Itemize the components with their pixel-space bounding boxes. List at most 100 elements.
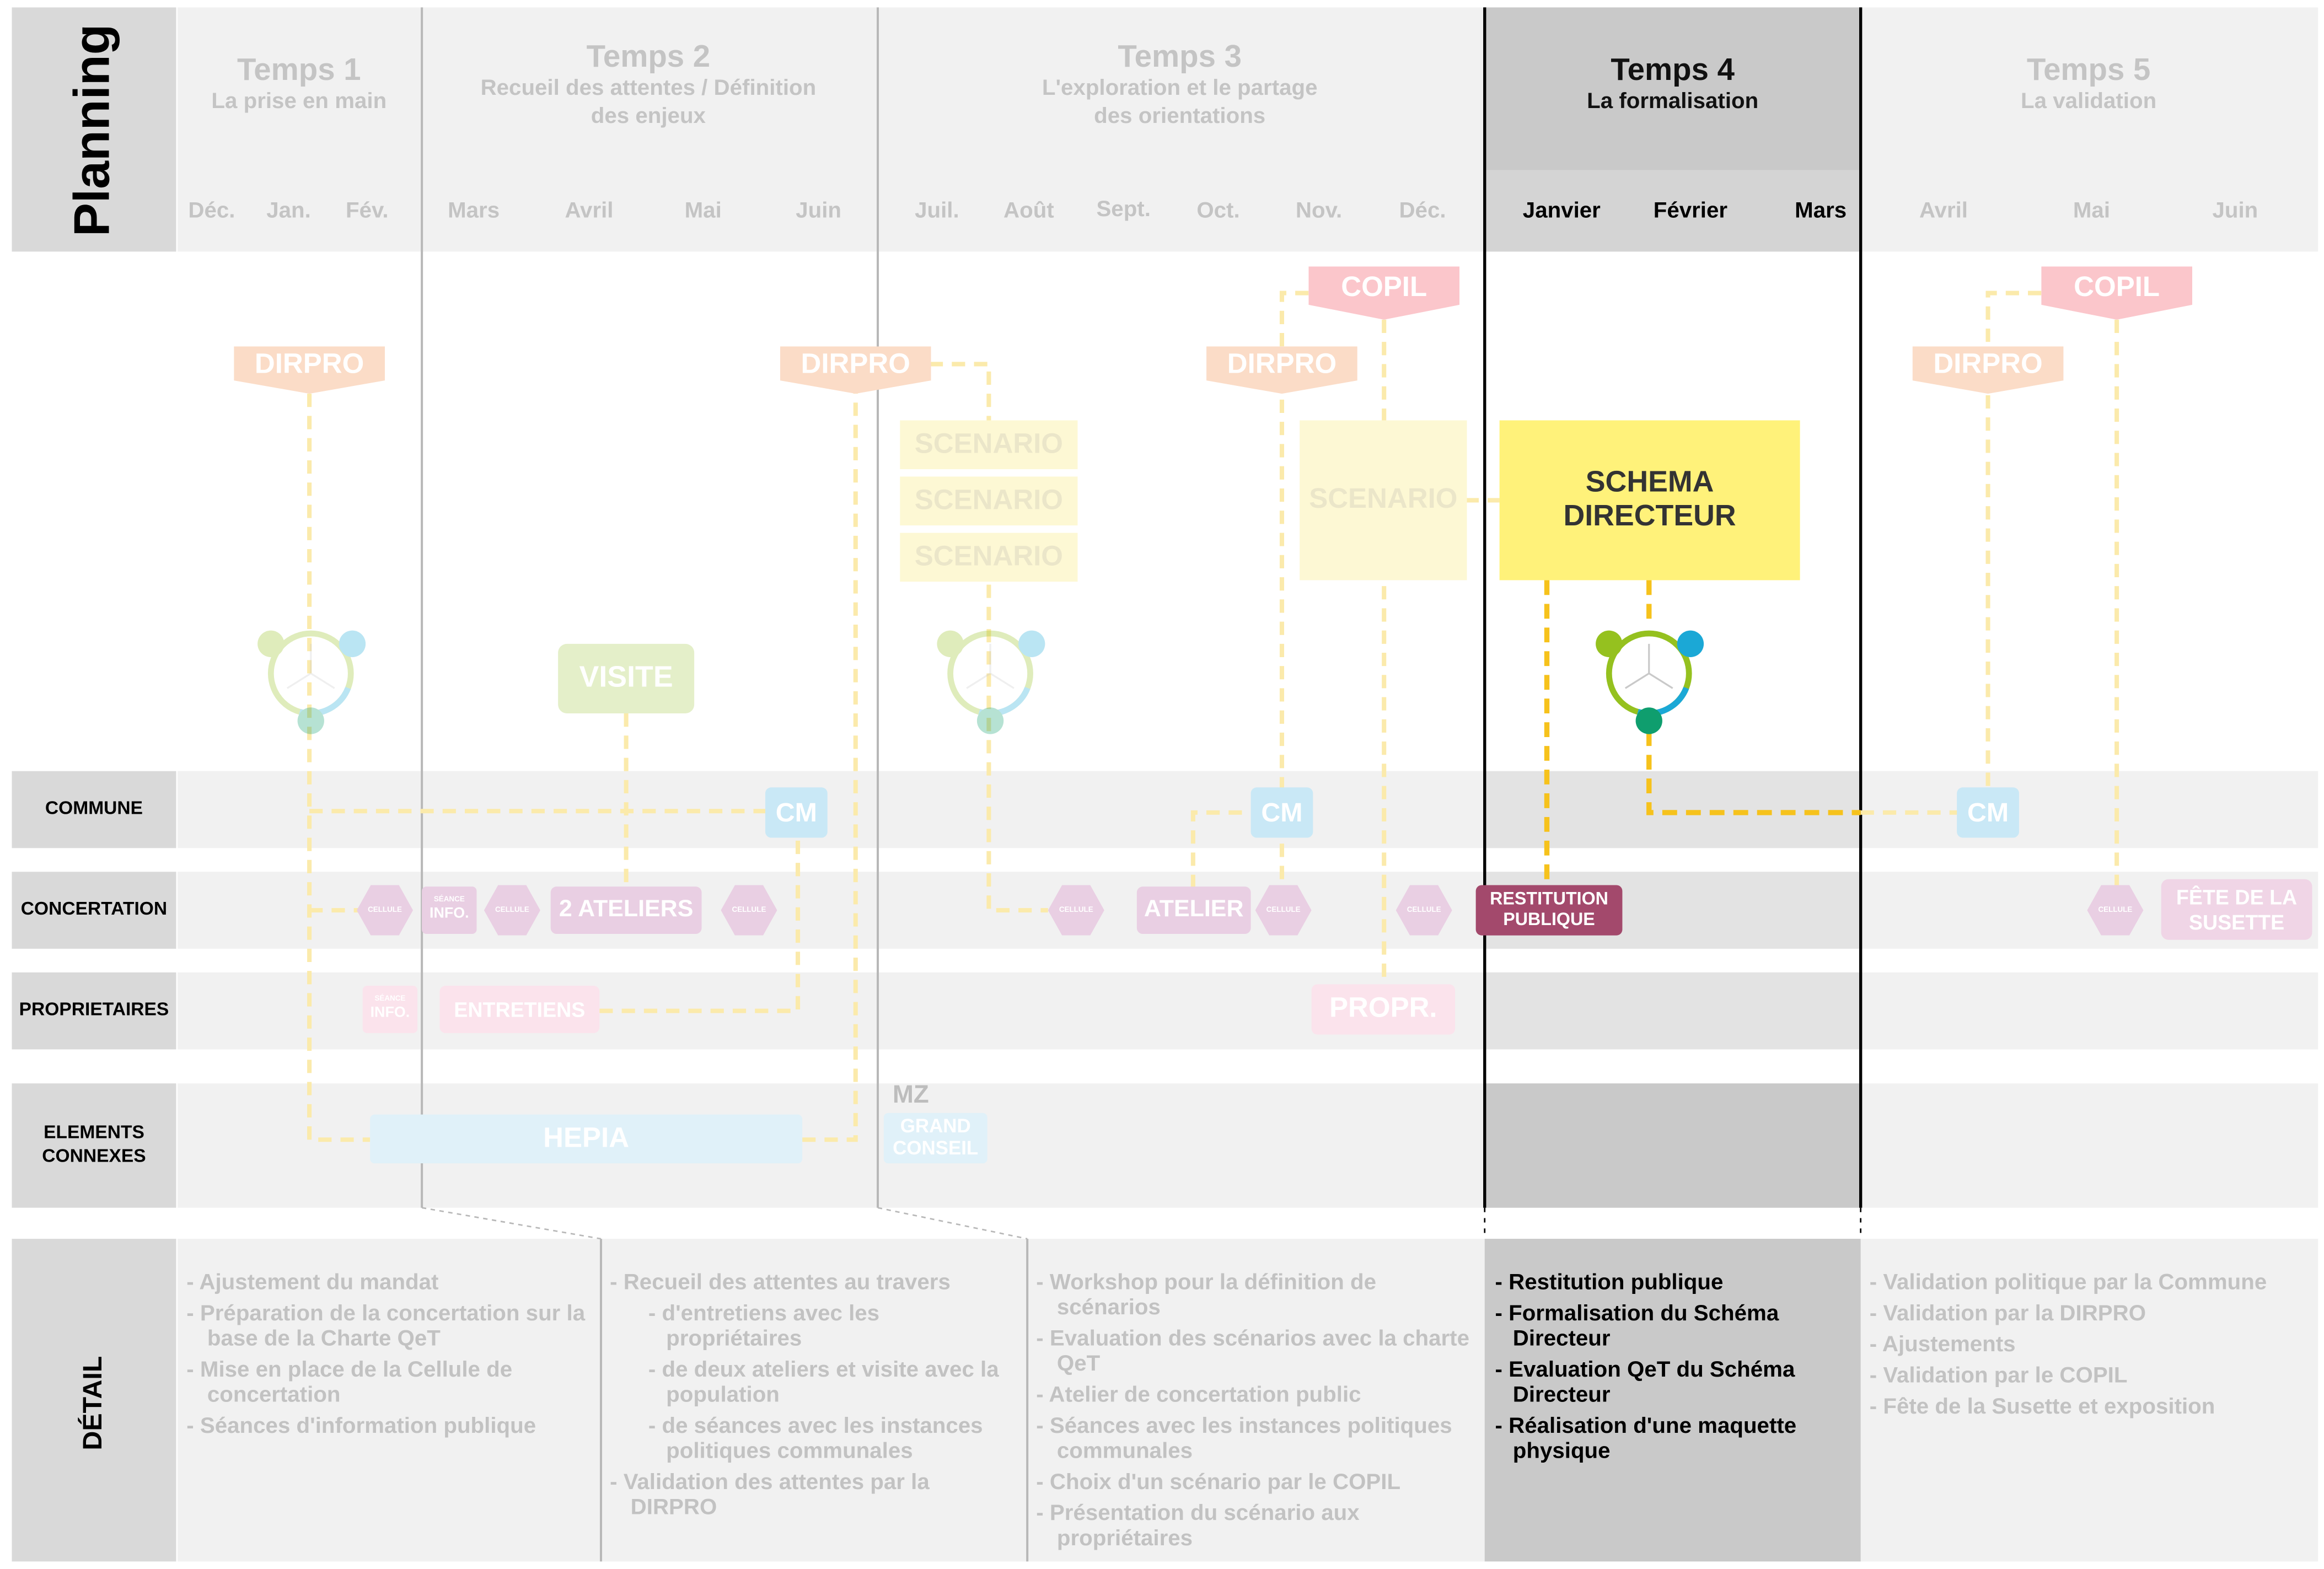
cm-box-1[interactable]: CM bbox=[765, 787, 828, 838]
month-mai-2: Mai bbox=[2073, 198, 2111, 224]
fete-susette-box[interactable]: FÊTE DE LA SUSETTE bbox=[2161, 879, 2312, 940]
detail-band-current bbox=[1484, 1239, 1861, 1562]
phase-3-title: Temps 3 L'exploration et le partage des … bbox=[1042, 40, 1318, 128]
detail-item: - Ajustement du mandat bbox=[186, 1270, 439, 1296]
seance-info-box-1[interactable]: SÉANCE INFO. bbox=[422, 886, 477, 934]
line-copil-nov bbox=[1279, 291, 1309, 888]
month-juin: Juin bbox=[796, 198, 842, 224]
schema-directeur-box[interactable]: SCHEMA DIRECTEUR bbox=[1499, 420, 1800, 581]
detail-item: - Séances d'information publique bbox=[186, 1413, 536, 1439]
detail-item: - Ajustements bbox=[1869, 1332, 2016, 1357]
detail-item: - de séances avec les instances politiqu… bbox=[648, 1413, 983, 1464]
detail-item: - Formalisation du Schéma Directeur bbox=[1495, 1301, 1779, 1352]
month-mai: Mai bbox=[684, 198, 722, 224]
cellule-hex-7[interactable]: CELLULE bbox=[2087, 885, 2144, 936]
detail-item: - Séances avec les instances politiques … bbox=[1036, 1413, 1452, 1464]
phase-1-title: Temps 1 La prise en main bbox=[211, 53, 387, 114]
grand-conseil-box[interactable]: GRAND CONSEIL bbox=[883, 1113, 987, 1164]
scenario-box-3[interactable]: SCENARIO bbox=[900, 533, 1078, 582]
row-label-concertation: CONCERTATION bbox=[12, 872, 176, 949]
month-juil: Juil. bbox=[915, 198, 959, 224]
scenario-box-main[interactable]: SCENARIO bbox=[1300, 420, 1467, 581]
month-dec: Déc. bbox=[188, 198, 235, 224]
phase-5-title: Temps 5 La validation bbox=[2021, 53, 2157, 114]
planning-label-box bbox=[12, 7, 176, 252]
month-sept: Sept. bbox=[1096, 197, 1151, 222]
entretiens-box[interactable]: ENTRETIENS bbox=[439, 986, 600, 1033]
month-band-current bbox=[1484, 170, 1861, 252]
detail-item: - Atelier de concertation public bbox=[1036, 1382, 1361, 1408]
ateliers-box[interactable]: 2 ATELIERS bbox=[550, 886, 702, 934]
visite-box[interactable]: VISITE bbox=[558, 643, 695, 714]
cm-box-3[interactable]: CM bbox=[1957, 787, 2019, 838]
detail-column-5: - Validation politique par la Commune - … bbox=[1870, 1270, 2314, 1425]
info-label: INFO. bbox=[429, 906, 469, 922]
restitution-publique-box[interactable]: RESTITUTION PUBLIQUE bbox=[1475, 885, 1623, 936]
line-t1-main bbox=[307, 394, 371, 1142]
mz-label: MZ bbox=[892, 1080, 929, 1109]
detail-item: - Restitution publique bbox=[1495, 1270, 1724, 1296]
detail-item: - Choix d'un scénario par le COPIL bbox=[1036, 1469, 1401, 1495]
detail-item: - de deux ateliers et visite avec la pop… bbox=[648, 1357, 999, 1408]
row-label-elements-connexes: ELEMENTS CONNEXES bbox=[12, 1083, 176, 1208]
scenario-box-1[interactable]: SCENARIO bbox=[900, 420, 1078, 470]
detail-item: - Evaluation QeT du Schéma Directeur bbox=[1495, 1357, 1795, 1408]
month-band bbox=[178, 170, 2318, 252]
hepia-box[interactable]: HEPIA bbox=[370, 1114, 803, 1164]
detail-item: - d'entretiens avec les propriétaires bbox=[648, 1301, 880, 1352]
detail-item: - Présentation du scénario aux propriéta… bbox=[1036, 1501, 1360, 1551]
separator-diagonal-1 bbox=[421, 1207, 602, 1240]
scenario-box-2[interactable]: SCENARIO bbox=[900, 476, 1078, 526]
detail-item: - Validation par le COPIL bbox=[1869, 1363, 2128, 1389]
charter-circle-active bbox=[1596, 630, 1704, 734]
month-avril: Avril bbox=[565, 198, 614, 224]
line-atelier-cm bbox=[1190, 810, 1251, 888]
separator-diagonal-2 bbox=[877, 1207, 1028, 1240]
month-juin-2: Juin bbox=[2212, 198, 2258, 224]
line-entretiens bbox=[599, 836, 801, 1013]
row-band-proprietaires-current bbox=[1484, 972, 1861, 1050]
line-dirpro2-scenario bbox=[929, 362, 991, 421]
month-fev: Fév. bbox=[346, 198, 389, 224]
detail-item: - Workshop pour la définition de scénari… bbox=[1036, 1270, 1377, 1320]
month-fevrier: Février bbox=[1653, 198, 1728, 224]
month-janvier: Janvier bbox=[1522, 198, 1601, 224]
month-avril-2: Avril bbox=[1919, 198, 1968, 224]
row-label-proprietaires: PROPRIETAIRES bbox=[12, 972, 176, 1050]
active-dashed-lines bbox=[1544, 580, 1861, 888]
seance-small-label-2: SÉANCE bbox=[374, 995, 406, 1004]
line-hepia bbox=[802, 388, 858, 1142]
phase-2-title: Temps 2 Recueil des attentes / Définitio… bbox=[480, 40, 817, 128]
detail-item: - Mise en place de la Cellule de concert… bbox=[186, 1357, 513, 1408]
detail-item: - Evaluation des scénarios avec la chart… bbox=[1036, 1326, 1469, 1377]
row-band-elements-current bbox=[1484, 1083, 1861, 1208]
detail-column-1: - Ajustement du mandat - Préparation de … bbox=[186, 1270, 593, 1444]
month-oct: Oct. bbox=[1196, 198, 1240, 224]
separator-lines bbox=[421, 7, 1863, 1562]
copil-node-2[interactable]: COPIL bbox=[2041, 266, 2193, 320]
atelier-box[interactable]: ATELIER bbox=[1136, 886, 1251, 934]
detail-band bbox=[178, 1239, 2318, 1562]
info-label-2: INFO. bbox=[370, 1005, 410, 1022]
month-aout: Août bbox=[1003, 198, 1054, 224]
detail-column-4: - Restitution publique - Formalisation d… bbox=[1495, 1270, 1850, 1469]
detail-item: - Validation par la DIRPRO bbox=[1869, 1301, 2146, 1326]
month-mars: Mars bbox=[448, 198, 500, 224]
detail-item: - Fête de la Susette et exposition bbox=[1869, 1394, 2215, 1420]
detail-item: - Préparation de la concertation sur la … bbox=[186, 1301, 586, 1352]
propr-box[interactable]: PROPR. bbox=[1311, 984, 1456, 1035]
header-current bbox=[1484, 7, 1861, 170]
cm-box-2[interactable]: CM bbox=[1250, 787, 1313, 838]
month-jan: Jan. bbox=[266, 198, 311, 224]
month-dec-2: Déc. bbox=[1399, 198, 1446, 224]
seance-small-label: SÉANCE bbox=[433, 896, 465, 905]
line-t5-copil bbox=[1985, 291, 2042, 792]
detail-item: - Recueil des attentes au travers bbox=[610, 1270, 951, 1296]
charter-circle-2 bbox=[937, 630, 1045, 734]
info-box-proprietaires[interactable]: SÉANCE INFO. bbox=[362, 986, 418, 1033]
month-mars-2: Mars bbox=[1795, 198, 1847, 224]
detail-column-3: - Workshop pour la définition de scénari… bbox=[1036, 1270, 1480, 1557]
